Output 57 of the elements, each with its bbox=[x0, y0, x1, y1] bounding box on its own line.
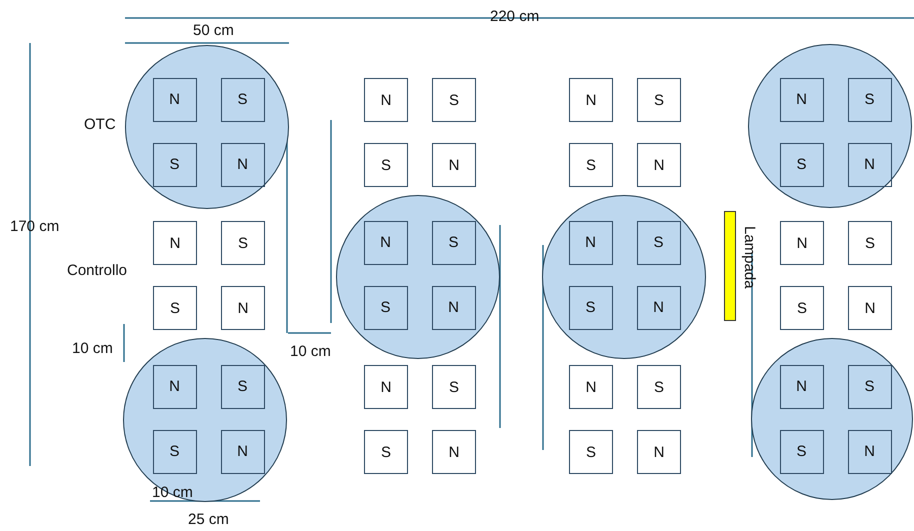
plot-square: S bbox=[637, 365, 681, 409]
plot-square: N bbox=[364, 220, 408, 264]
dimension-label: 50 cm bbox=[193, 22, 234, 39]
plot-square: S bbox=[364, 286, 408, 330]
plot-square: N bbox=[780, 221, 824, 265]
plot-square: N bbox=[364, 365, 408, 409]
plot-square: S bbox=[568, 286, 612, 330]
plot-square: N bbox=[569, 365, 613, 409]
plot-square: N bbox=[220, 430, 264, 474]
plot-square: S bbox=[152, 142, 196, 186]
plot-square: N bbox=[636, 286, 680, 330]
plot-square: S bbox=[780, 142, 824, 186]
plot-square: S bbox=[432, 78, 476, 122]
plot-square: N bbox=[848, 142, 892, 186]
plot-square: N bbox=[432, 286, 476, 330]
plot-square: S bbox=[364, 143, 408, 187]
plot-square: S bbox=[780, 430, 824, 474]
plot-square: S bbox=[432, 220, 476, 264]
dimension-label: 25 cm bbox=[188, 511, 229, 528]
plot-square: S bbox=[569, 143, 613, 187]
plot-square: S bbox=[220, 364, 264, 408]
plot-square: S bbox=[848, 78, 892, 122]
plot-square: N bbox=[637, 430, 681, 474]
plot-square: S bbox=[220, 78, 264, 122]
plot-square: S bbox=[780, 286, 824, 330]
plot-square: N bbox=[848, 430, 892, 474]
plot-square: S bbox=[153, 286, 197, 330]
plot-square: N bbox=[780, 364, 824, 408]
plot-square: N bbox=[153, 221, 197, 265]
dimension-label: 10 cm bbox=[72, 340, 113, 357]
plot-square: N bbox=[152, 364, 196, 408]
plot-square: N bbox=[780, 78, 824, 122]
dimension-label: 10 cm bbox=[152, 484, 193, 501]
plot-square: N bbox=[364, 78, 408, 122]
dimension-label: 10 cm bbox=[290, 343, 331, 360]
plot-square: S bbox=[152, 430, 196, 474]
plot-square: N bbox=[637, 143, 681, 187]
lamp-label: Lampada bbox=[741, 226, 758, 289]
plot-square: N bbox=[848, 286, 892, 330]
plot-square: N bbox=[152, 78, 196, 122]
plot-square: N bbox=[569, 78, 613, 122]
lamp-bar bbox=[724, 211, 736, 321]
plot-square: N bbox=[568, 220, 612, 264]
plot-square: S bbox=[636, 220, 680, 264]
plot-square: S bbox=[848, 364, 892, 408]
plot-square: S bbox=[221, 221, 265, 265]
plot-square: N bbox=[220, 142, 264, 186]
plot-square: N bbox=[221, 286, 265, 330]
plot-square: S bbox=[432, 365, 476, 409]
plot-square: S bbox=[637, 78, 681, 122]
plot-square: S bbox=[364, 430, 408, 474]
area-label: OTC bbox=[84, 116, 116, 133]
plot-square: N bbox=[432, 430, 476, 474]
area-label: Controllo bbox=[67, 262, 128, 279]
plot-square: S bbox=[848, 221, 892, 265]
plot-square: N bbox=[432, 143, 476, 187]
plot-square: S bbox=[569, 430, 613, 474]
